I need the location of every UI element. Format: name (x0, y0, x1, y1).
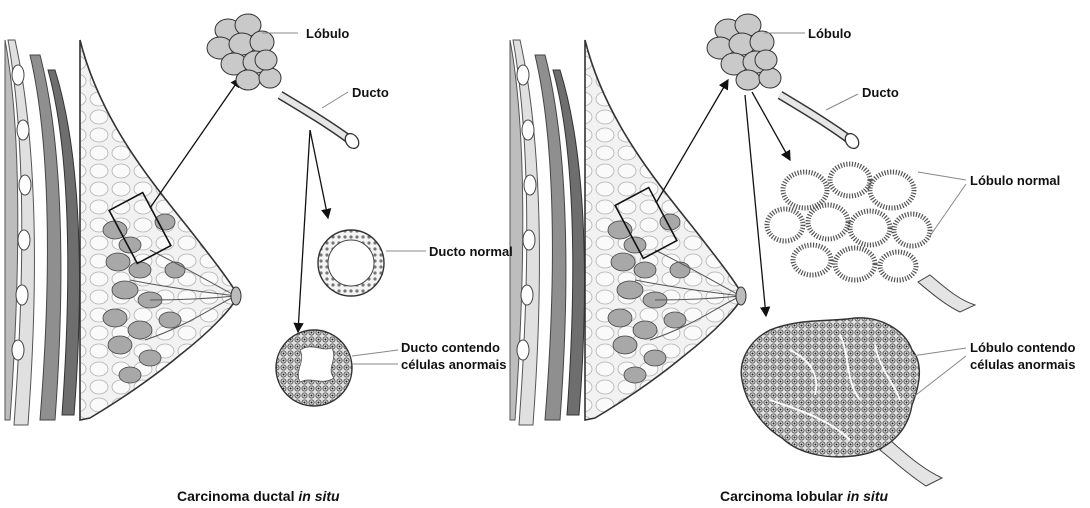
label-lobulo-anormal-line1: Lóbulo contendo (970, 339, 1075, 356)
abnormal-lobule-cross-section (741, 318, 942, 486)
label-ducto-left: Ducto (352, 84, 389, 101)
caption-left-italic: in situ (298, 488, 339, 504)
normal-duct-cross-section (318, 230, 384, 296)
label-lobulo-right: Lóbulo (808, 25, 851, 42)
label-lobulo-left: Lóbulo (306, 25, 349, 42)
caption-right-italic: in situ (847, 488, 888, 504)
label-lobulo-normal: Lóbulo normal (970, 172, 1060, 189)
label-ducto-normal: Ducto normal (429, 243, 513, 260)
caption-left-main: Carcinoma ductal (177, 488, 294, 504)
caption-right-main: Carcinoma lobular (720, 488, 843, 504)
label-ducto-anormal-line2: células anormais (401, 356, 507, 373)
right-breast-cross-section (510, 40, 746, 425)
caption-left: Carcinoma ductal in situ (177, 488, 340, 504)
abnormal-duct-cross-section (276, 330, 352, 406)
left-breast-cross-section (5, 40, 241, 425)
normal-lobule-cross-section (767, 164, 975, 312)
label-ducto-anormal-line1: Ducto contendo (401, 339, 500, 356)
caption-right: Carcinoma lobular in situ (720, 488, 888, 504)
label-ducto-right: Ducto (862, 84, 899, 101)
label-lobulo-anormal-line2: células anormais (970, 356, 1076, 373)
